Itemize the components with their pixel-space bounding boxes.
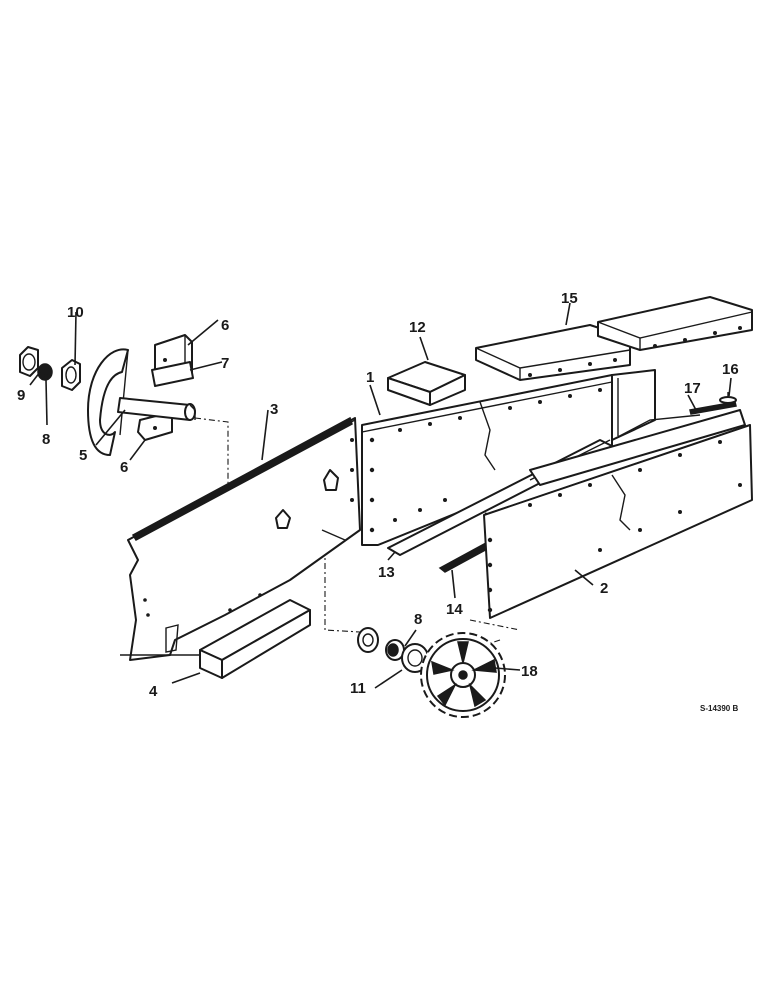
part-12-small-cover: [387, 361, 466, 406]
part-5-auger: [87, 348, 196, 456]
reference-code: S-14390 B: [700, 704, 738, 713]
part-15-top-cover: [475, 296, 753, 381]
part-2-side-panel: [483, 424, 753, 619]
part-9-8-10-flange-bearings: [19, 346, 81, 391]
callout-18: 18: [521, 663, 538, 680]
callout-7: 7: [221, 355, 229, 372]
part-3-front-plate: [127, 416, 361, 661]
callout-5: 5: [79, 447, 87, 464]
part-17-back-panel: [611, 369, 737, 441]
part-6-7-brackets: [137, 334, 194, 441]
callout-14: 14: [446, 601, 463, 618]
callout-6-top: 6: [221, 317, 229, 334]
part-18-sprocket: [420, 632, 506, 718]
callout-9: 9: [17, 387, 25, 404]
callout-2: 2: [600, 580, 608, 597]
leader-lines: [29, 302, 732, 689]
callout-13: 13: [378, 564, 395, 581]
part-16-fastener: [719, 392, 737, 404]
callout-12: 12: [409, 319, 426, 336]
callout-10: 10: [67, 304, 84, 321]
callout-4: 4: [149, 683, 158, 700]
part-4-angle-bar: [120, 599, 311, 679]
callout-16: 16: [722, 361, 739, 378]
callout-11: 11: [350, 680, 366, 697]
callout-8-left: 8: [42, 431, 50, 448]
callout-17: 17: [684, 380, 701, 397]
callout-1: 1: [366, 369, 374, 386]
callout-3: 3: [270, 401, 278, 418]
callout-15: 15: [561, 290, 578, 307]
callout-8-bottom: 8: [414, 611, 422, 628]
callout-labels: 1 2 3 4 5 6 6 7 8 8 9 10 11 12 13 14 15 …: [17, 290, 739, 700]
part-11-8-bearing-assembly: [357, 627, 429, 673]
callout-6-bottom: 6: [120, 459, 128, 476]
